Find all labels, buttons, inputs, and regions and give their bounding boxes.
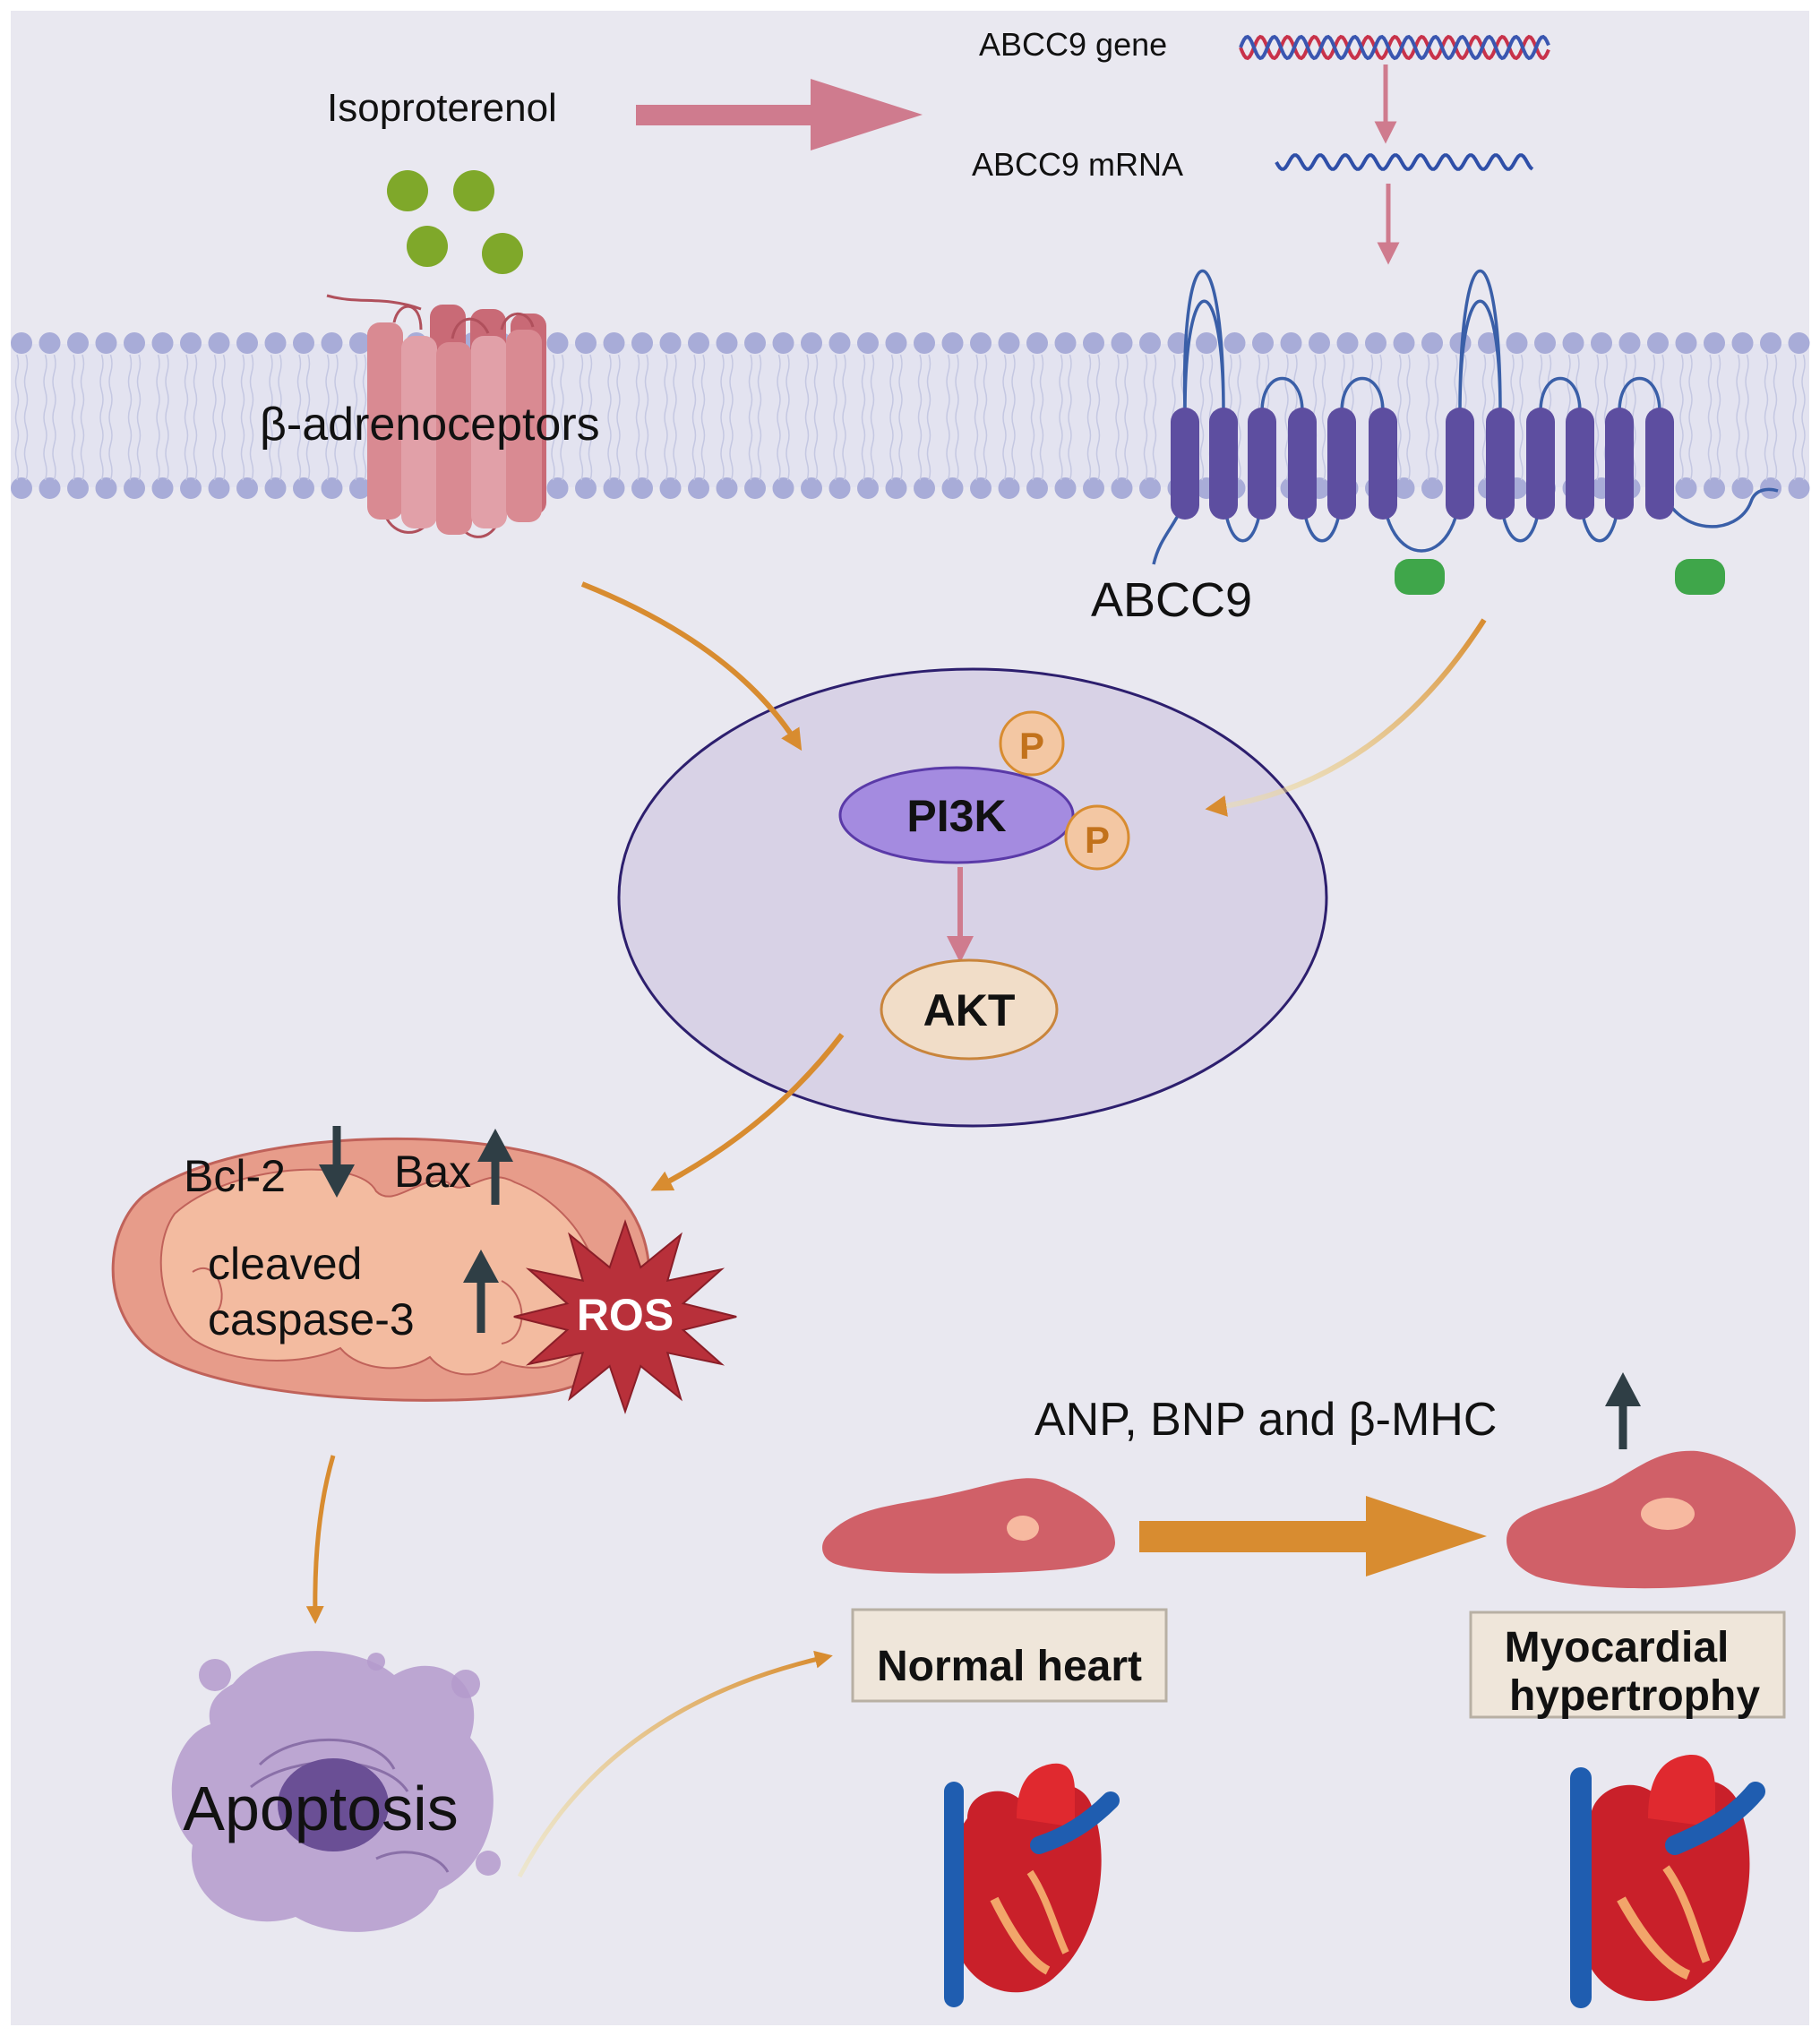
pi3k-node[interactable]: [838, 766, 1075, 864]
beta-adrenoceptor-icon: [326, 294, 546, 538]
cleaved-label: cleaved: [208, 1239, 362, 1289]
dna-gene-icon: [1239, 34, 1550, 61]
hypertrophy-label-line1: Myocardial: [1505, 1624, 1730, 1671]
mrna-wave-icon: [1275, 153, 1534, 171]
abcc9-gene-label: ABCC9 gene: [979, 26, 1167, 63]
bcl2-down-arrow-icon: [319, 1126, 355, 1198]
hypertrophy-markers-label: ANP, BNP and β-MHC: [1034, 1394, 1497, 1446]
apoptotic-cell-icon: [171, 1651, 501, 1932]
beta-adrenoceptors-label: β-adrenoceptors: [260, 399, 600, 451]
signaling-compartment: [617, 667, 1328, 1128]
bax-up-arrow-icon: [477, 1129, 513, 1205]
caspase3-up-arrow-icon: [463, 1250, 499, 1333]
normal-heart-box: [851, 1608, 1168, 1703]
hypertrophy-label-line2: hypertrophy: [1509, 1672, 1760, 1720]
abcc9-transporter-icon[interactable]: [1152, 269, 1779, 596]
ros-burst-icon: [513, 1219, 737, 1414]
phospho-label-1: P: [1019, 725, 1044, 767]
isoproterenol-ligands-icon: [387, 170, 523, 274]
normal-heart-label: Normal heart: [877, 1643, 1142, 1690]
mitochondrion-icon: [111, 1137, 651, 1402]
mitochondrion-to-apoptosis-arrow: [305, 1455, 336, 1624]
phospho-icon-1: [999, 710, 1065, 777]
abcc9-to-pi3k-arrow: [1205, 618, 1487, 817]
normal-to-hypertrophy-arrow: [1139, 1496, 1487, 1576]
normal-cardiomyocyte-icon: [822, 1478, 1115, 1574]
markers-up-arrow-icon: [1605, 1372, 1641, 1449]
akt-node[interactable]: [880, 958, 1059, 1061]
hypertrophy-box: [1469, 1611, 1786, 1719]
akt-to-mitochondrion-arrow: [650, 1033, 845, 1191]
abcc9-mrna-label: ABCC9 mRNA: [972, 146, 1183, 183]
akt-label: AKT: [923, 985, 1016, 1035]
isoproterenol-label: Isoproterenol: [327, 86, 557, 130]
bax-label: Bax: [394, 1147, 471, 1197]
caspase3-label: caspase-3: [208, 1294, 415, 1344]
apoptosis-to-heart-arrow: [517, 1650, 833, 1878]
abcc9-protein-label: ABCC9: [1091, 573, 1252, 627]
isoproterenol-arrow: [636, 79, 923, 150]
phospho-icon-2: [1064, 804, 1130, 871]
ros-label: ROS: [577, 1290, 674, 1340]
normal-heart-icon: [944, 1763, 1120, 2007]
apoptosis-label: Apoptosis: [183, 1774, 458, 1843]
pi3k-label: PI3K: [906, 791, 1006, 841]
phospho-label-2: P: [1085, 819, 1110, 861]
bcl2-label: Bcl-2: [184, 1151, 286, 1201]
hypertrophic-heart-icon: [1570, 1755, 1765, 2008]
hypertrophic-cardiomyocyte-icon: [1507, 1450, 1796, 1589]
receptor-to-pi3k-arrow: [580, 581, 803, 752]
